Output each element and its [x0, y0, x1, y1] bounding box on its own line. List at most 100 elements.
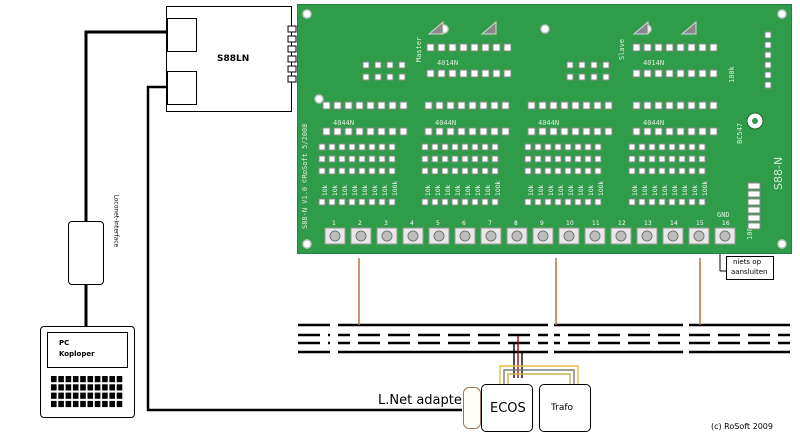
pcb-resistor-label: 100k	[728, 65, 736, 83]
terminal-number: 12	[618, 220, 626, 227]
terminal-number: 9	[540, 220, 544, 227]
resistor-label: 10k	[672, 184, 679, 196]
resistor-label: 10k	[332, 184, 339, 196]
pcb-transistor-label: BC547	[736, 123, 744, 144]
loconet-s88ln-cable	[84, 30, 167, 222]
resistor-label: 100k	[598, 181, 605, 196]
terminal-number: 14	[670, 220, 678, 227]
s88ln-top-port	[167, 18, 197, 52]
terminal-number: 13	[644, 220, 652, 227]
terminal-screw	[506, 227, 528, 245]
pcb-slave-label: Slave	[618, 39, 626, 60]
ecos-trafo-wires	[499, 365, 579, 384]
resistor-label: 10k	[362, 184, 369, 196]
terminal-number: 16	[722, 220, 730, 227]
terminal-number: 5	[436, 220, 440, 227]
terminal-screw	[324, 227, 346, 245]
resistor-label: 10k	[372, 184, 379, 196]
ic-label-3: 4044N	[333, 119, 354, 127]
ic-label-4: 4044N	[435, 119, 456, 127]
terminal-screw	[402, 227, 424, 245]
resistor-label: 10k	[632, 184, 639, 196]
adapter-label: L.Net adapter	[378, 393, 468, 408]
terminal-number: 10	[566, 220, 574, 227]
terminal-screw	[610, 227, 632, 245]
track-rails	[298, 322, 790, 356]
resistor-label: 10k	[548, 184, 555, 196]
pc-screen: PC Koploper	[47, 332, 128, 368]
terminal-screw	[532, 227, 554, 245]
ic-label-1: 4014N	[437, 59, 458, 67]
pcb-gnd-label: GND	[717, 211, 730, 219]
resistor-label: 10k	[578, 184, 585, 196]
terminal-screw	[714, 227, 736, 245]
resistor-label: 10k	[425, 184, 432, 196]
pcb-nr-label: 100	[746, 227, 754, 240]
terminal-screw	[480, 227, 502, 245]
terminal-screw	[454, 227, 476, 245]
pc-label-line2: Koploper	[59, 350, 95, 358]
terminal-number: 6	[462, 220, 466, 227]
ic-label-6: 4044N	[643, 119, 664, 127]
resistor-label: 10k	[558, 184, 565, 196]
lnet-adapter	[463, 387, 481, 429]
s88n-pcb: Master Slave S88-N V1.0 ©RoSoft 5/2008 4…	[297, 4, 792, 254]
ic-label-5: 4044N	[538, 119, 559, 127]
resistor-label: 100k	[702, 181, 709, 196]
pc-keyboard	[51, 376, 123, 408]
ecos-label: ECOS	[490, 401, 526, 416]
resistor-label: 10k	[455, 184, 462, 196]
terminal-screw	[558, 227, 580, 245]
terminal-number: 11	[592, 220, 600, 227]
s88ln-title: S88LN	[217, 54, 250, 64]
s88ln-pins	[287, 25, 297, 83]
resistor-label: 10k	[642, 184, 649, 196]
resistor-label: 10k	[528, 184, 535, 196]
resistor-label: 10k	[682, 184, 689, 196]
pcb-master-label: Master	[415, 37, 423, 62]
resistor-label: 10k	[382, 184, 389, 196]
s88ln-adapter-cable	[146, 85, 462, 412]
terminal-number: 7	[488, 220, 492, 227]
resistor-label: 10k	[692, 184, 699, 196]
trafo-box: Trafo	[539, 384, 591, 432]
terminal-screw	[688, 227, 710, 245]
terminal-screw	[584, 227, 606, 245]
terminal-number: 4	[410, 220, 414, 227]
terminal-screw	[376, 227, 398, 245]
ic-label-2: 4014N	[643, 59, 664, 67]
s88ln-module: S88LN	[166, 6, 292, 112]
resistor-label: 10k	[435, 184, 442, 196]
pcb-brand: S88-N	[772, 157, 785, 190]
resistor-label: 10k	[445, 184, 452, 196]
note-line1: niets op	[733, 258, 762, 266]
terminal-screw	[636, 227, 658, 245]
terminal-number: 15	[696, 220, 704, 227]
resistor-label: 100k	[495, 181, 502, 196]
resistor-label: 10k	[485, 184, 492, 196]
resistor-label: 10k	[465, 184, 472, 196]
note-line2: aansluiten	[731, 268, 768, 276]
resistor-label: 10k	[568, 184, 575, 196]
s88ln-bottom-port	[167, 71, 197, 105]
resistor-label: 100k	[392, 181, 399, 196]
ecos-box: ECOS	[481, 384, 533, 432]
terminal-screw	[428, 227, 450, 245]
pc-label-line1: PC	[59, 339, 70, 347]
trafo-label: Trafo	[551, 403, 574, 413]
resistor-label: 10k	[322, 184, 329, 196]
loconet-interface-box	[68, 221, 104, 285]
pc-laptop: PC Koploper	[40, 326, 135, 418]
terminal-number: 2	[358, 220, 362, 227]
pcb-version-text: S88-N V1.0 ©RoSoft 5/2008	[301, 124, 309, 229]
copyright: (c) RoSoft 2009	[711, 422, 773, 431]
terminal-screw	[350, 227, 372, 245]
resistor-label: 10k	[662, 184, 669, 196]
note-box: niets op aansluiten	[726, 256, 774, 280]
resistor-label: 10k	[652, 184, 659, 196]
resistor-label: 10k	[475, 184, 482, 196]
terminal-number: 8	[514, 220, 518, 227]
terminal-number: 3	[384, 220, 388, 227]
terminal-number: 1	[332, 220, 336, 227]
